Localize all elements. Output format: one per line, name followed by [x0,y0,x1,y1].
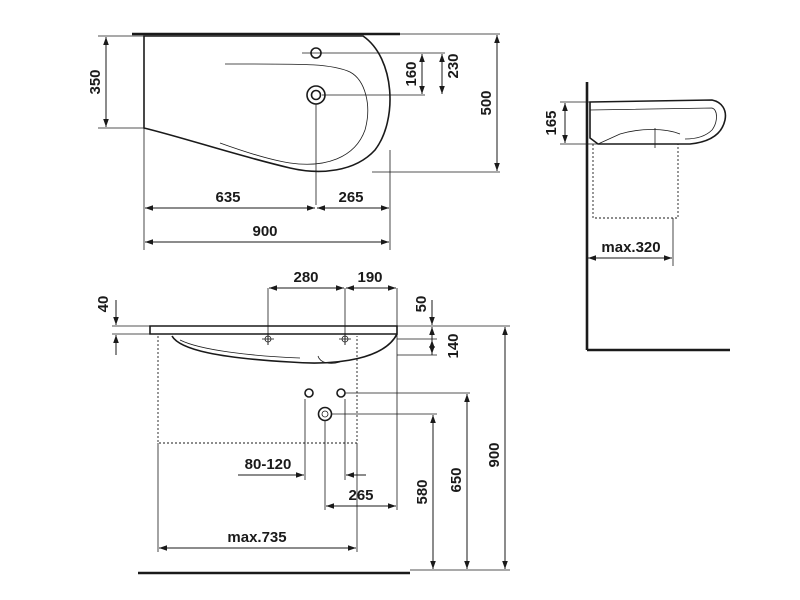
basin-rim-front [149,325,398,335]
supply-hole-right [336,388,346,398]
dim-900-top: 900 [252,223,277,240]
dim-max320: max.320 [601,239,660,256]
dim-190: 190 [357,269,382,286]
dim-650: 650 [448,467,465,492]
basin-profile-side [589,99,727,145]
dim-265-top: 265 [338,189,363,206]
dim-140: 140 [445,333,462,358]
dim-350: 350 [87,69,104,94]
dim-280: 280 [293,269,318,286]
dim-500-top: 500 [478,90,495,115]
dim-50: 50 [413,296,430,313]
dim-900-front: 900 [486,442,503,467]
waste-outlet-inner [321,410,329,418]
dim-580: 580 [414,479,431,504]
dim-80-120: 80-120 [245,456,292,473]
top-view: 350 160 230 500 635 265 900 [87,32,500,250]
dim-165: 165 [543,110,560,135]
basin-outline-top [143,35,391,173]
dim-max735: max.735 [227,529,286,546]
cabinet-outline [157,336,358,444]
dim-230: 230 [445,53,462,78]
basin-bowl-front [171,333,398,364]
drain-inner [310,89,322,101]
inner-bowl-top [219,63,369,165]
dim-160: 160 [403,61,420,86]
front-view: 40 280 190 50 140 80-120 265 580 650 900… [95,269,510,575]
dim-635: 635 [215,189,240,206]
dim-265-front: 265 [348,487,373,504]
side-view: 165 max.320 [543,82,730,352]
waste-outlet [317,406,333,422]
supply-hole-left [304,388,314,398]
dim-40: 40 [95,296,112,313]
